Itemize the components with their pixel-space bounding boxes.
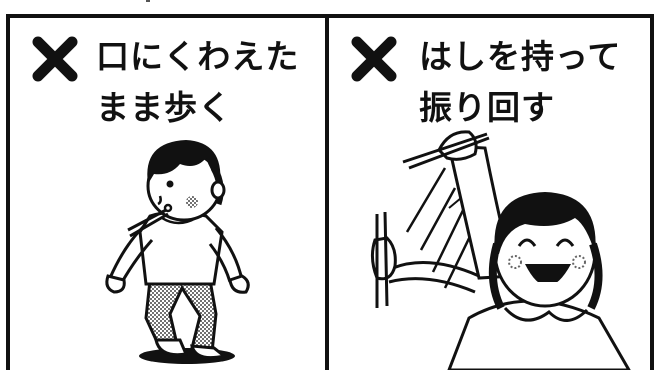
caption-line-2: まま歩く — [96, 88, 232, 127]
panel-swinging-chopsticks: はしを持って 振り回す — [329, 18, 650, 370]
caption-line-2: 振り回す — [419, 88, 555, 127]
boy-walking-illustration — [105, 140, 250, 364]
panel-walking-with-chopsticks: 口にくわえた まま歩く — [10, 18, 325, 370]
caption-line-1: はしを持って — [419, 37, 622, 76]
cross-mark-icon — [32, 36, 78, 82]
girl-swinging-chopsticks-illustration — [370, 130, 631, 370]
stray-dot — [146, 0, 150, 2]
caption-line-1: 口にくわえた — [96, 37, 300, 76]
illustration-frame — [6, 14, 654, 370]
panel-divider — [325, 14, 329, 370]
cross-mark-icon — [351, 36, 397, 82]
